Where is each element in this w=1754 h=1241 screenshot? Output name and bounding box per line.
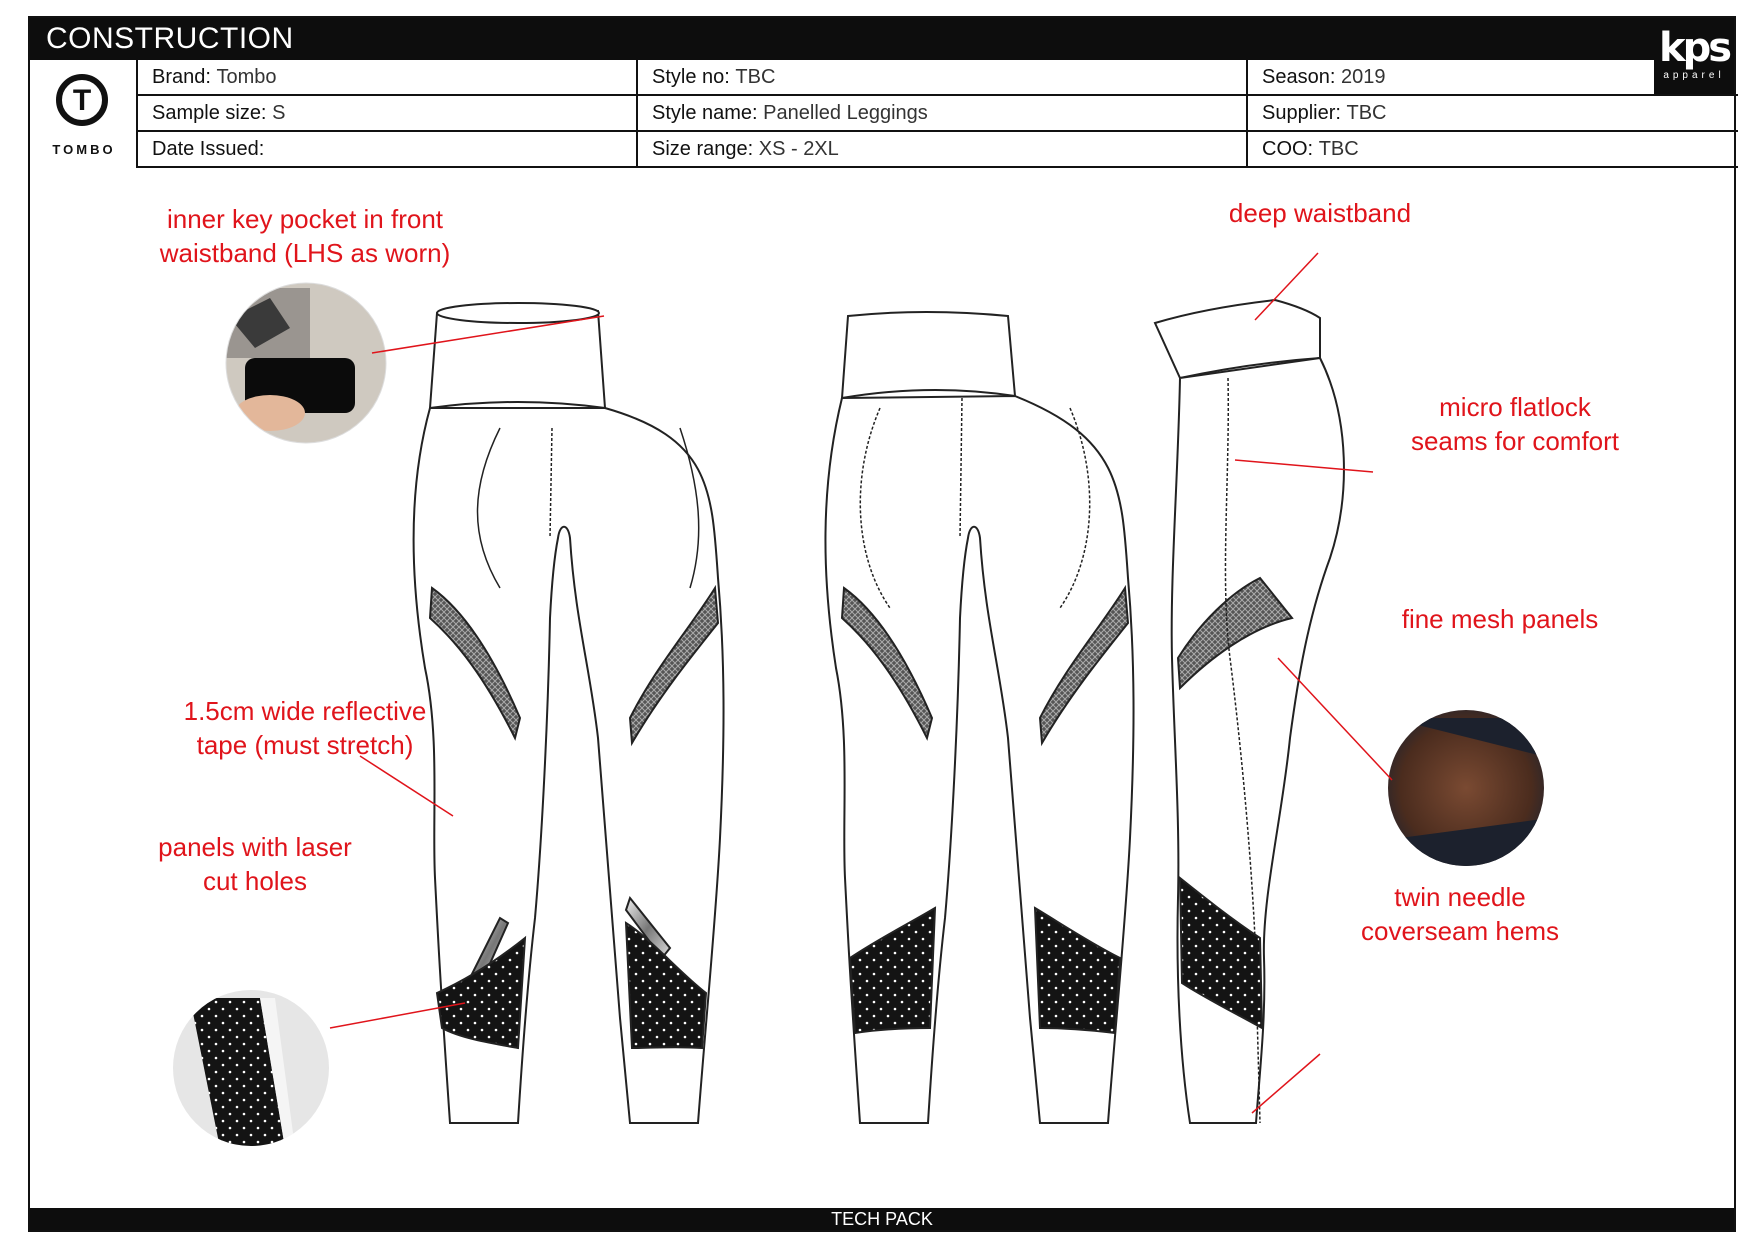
callout-flatlock-seams: micro flatlock seams for comfort bbox=[1410, 392, 1620, 456]
mesh-photo bbox=[1388, 710, 1544, 866]
brand-field: Brand: Tombo bbox=[138, 60, 638, 94]
header-info-grid: T TOMBO Brand: Tombo Style no: TBC Seaso… bbox=[30, 60, 1738, 168]
header-row-3: Date Issued: Size range: XS - 2XL COO: T… bbox=[138, 132, 1738, 168]
callout-coverseam-hems: twin needle coverseam hems bbox=[1361, 882, 1559, 946]
callout-laser-cut-panels: panels with laser cut holes bbox=[158, 832, 352, 896]
size-range-field: Size range: XS - 2XL bbox=[638, 132, 1248, 166]
side-view bbox=[1153, 298, 1345, 1124]
section-title-bar: CONSTRUCTION bbox=[30, 18, 1734, 60]
callout-key-pocket: inner key pocket in front waistband (LHS… bbox=[159, 204, 451, 268]
callout-deep-waistband: deep waistband bbox=[1228, 198, 1412, 228]
callout-mesh-panels: fine mesh panels bbox=[1401, 604, 1599, 634]
kps-logo-sub: apparel bbox=[1663, 70, 1725, 81]
key-pocket-photo bbox=[225, 282, 387, 444]
kps-apparel-logo: kps apparel bbox=[1654, 18, 1734, 96]
season-field: Season: 2019 bbox=[1262, 66, 1386, 88]
header-row-2: Sample size: S Style name: Panelled Legg… bbox=[138, 96, 1738, 132]
header-row-1: Brand: Tombo Style no: TBC Season: 2019 bbox=[138, 60, 1738, 96]
section-title: CONSTRUCTION bbox=[46, 22, 294, 55]
front-view bbox=[412, 302, 725, 1124]
tombo-logo: T TOMBO bbox=[30, 60, 138, 168]
tombo-t-icon: T bbox=[72, 84, 92, 117]
date-issued-field: Date Issued: bbox=[138, 132, 638, 166]
supplier-field: Supplier: TBC bbox=[1262, 102, 1387, 124]
coo-field: COO: TBC bbox=[1262, 138, 1359, 160]
style-no-field: Style no: TBC bbox=[638, 60, 1248, 94]
tombo-ring-icon bbox=[56, 74, 108, 126]
tombo-wordmark: TOMBO bbox=[52, 142, 116, 157]
footer-bar: TECH PACK bbox=[30, 1208, 1734, 1230]
tech-pack-sheet: CONSTRUCTION kps apparel T TOMBO Brand: … bbox=[28, 16, 1738, 1232]
callout-leaders bbox=[329, 252, 1393, 1114]
style-name-field: Style name: Panelled Leggings bbox=[638, 96, 1248, 130]
back-view bbox=[824, 311, 1135, 1124]
kps-logo-mark: kps bbox=[1658, 25, 1732, 71]
callout-reflective-tape: 1.5cm wide reflective tape (must stretch… bbox=[183, 696, 427, 760]
footer-label: TECH PACK bbox=[831, 1209, 933, 1229]
garment-drawing bbox=[173, 252, 1544, 1146]
laser-cut-photo bbox=[173, 990, 329, 1146]
sample-size-field: Sample size: S bbox=[138, 96, 638, 130]
